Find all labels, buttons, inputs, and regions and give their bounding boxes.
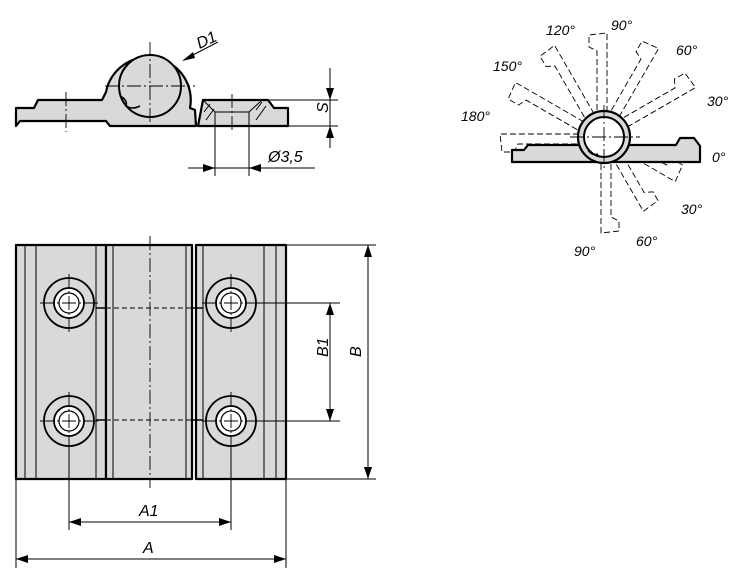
top-view-step-lines — [96, 307, 203, 421]
top-view-knuckle — [104, 243, 194, 481]
hole-arrow-left — [203, 164, 215, 172]
b1-label: B1 — [315, 337, 332, 357]
top-view-left-leaf — [14, 243, 108, 481]
angle-label-150: 150° — [493, 58, 522, 74]
rotation-diagram: 0° 30° 60° 90° 120° 150° 180° 30° 60° 90… — [461, 17, 729, 259]
rotation-base-plate — [510, 136, 702, 164]
angle-label-lower-60: 60° — [636, 233, 658, 249]
s-label: S — [315, 102, 332, 113]
angle-label-30: 30° — [707, 93, 729, 109]
angle-label-60: 60° — [676, 42, 698, 58]
a-label: A — [142, 540, 154, 557]
angle-label-90: 90° — [611, 17, 633, 33]
angle-label-lower-30: 30° — [681, 201, 703, 217]
side-view-pin-notch — [119, 95, 141, 109]
top-view-right-leaf — [194, 243, 288, 481]
d1-label: D1 — [194, 29, 220, 53]
top-view: B1 B A1 A — [14, 236, 376, 568]
angle-label-120: 120° — [546, 22, 575, 38]
angle-label-0: 0° — [712, 149, 726, 165]
angle-label-lower-90: 90° — [574, 243, 596, 259]
hole-label: Ø3,5 — [267, 149, 303, 166]
hole-arrow-right — [249, 164, 261, 172]
d1-arrowhead — [182, 52, 195, 61]
s-arrow-top — [326, 88, 334, 100]
s-arrow-bottom — [326, 126, 334, 138]
side-view: D1 S Ø3,5 — [14, 29, 338, 176]
side-view-hatching — [203, 101, 267, 121]
b-label: B — [348, 346, 365, 357]
angle-label-180: 180° — [461, 108, 490, 124]
a1-label: A1 — [138, 503, 159, 520]
hole-center-marks — [40, 274, 260, 450]
